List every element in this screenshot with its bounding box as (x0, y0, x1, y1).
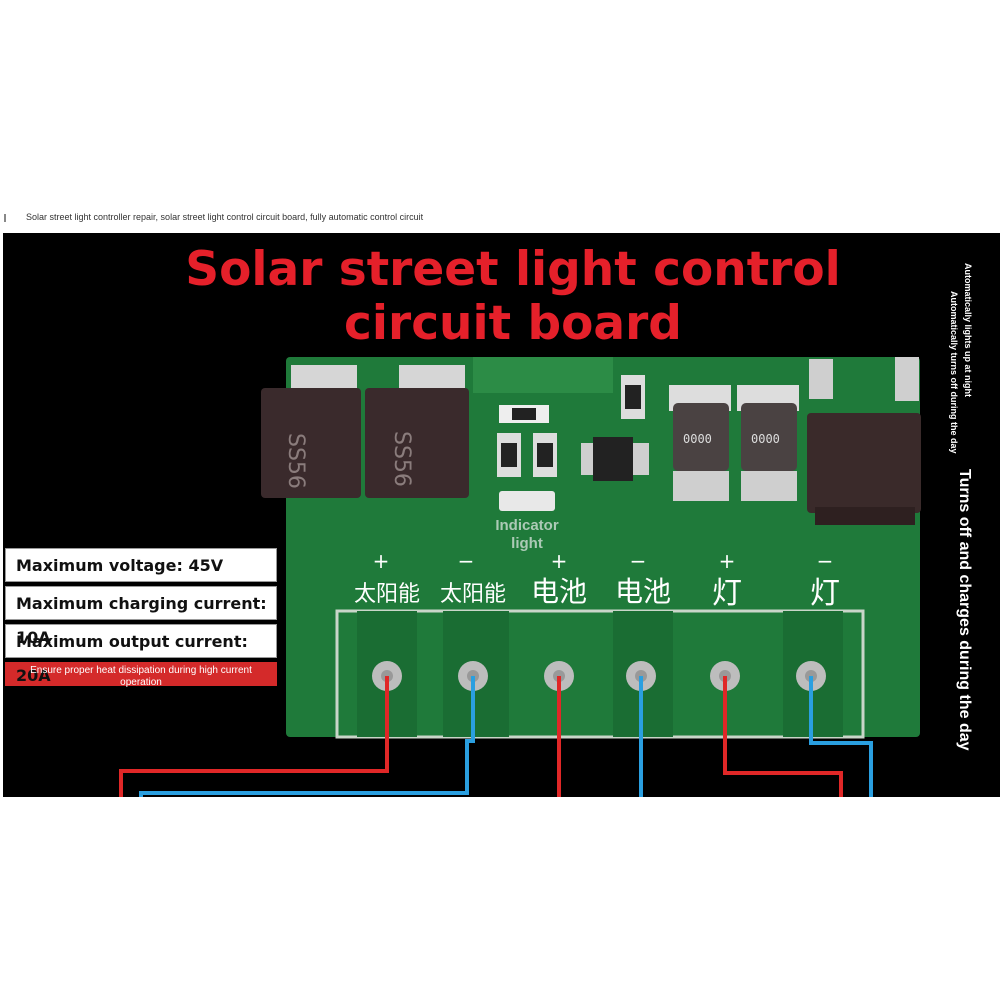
product-photo-panel: SS56 SS56 0000 0000 + − + − + − (3, 233, 1000, 797)
image-caption: Solar street light controller repair, so… (26, 212, 424, 222)
smd-part-body (625, 385, 641, 409)
resistor-marking-2: 0000 (751, 432, 780, 446)
terminal-polarity: + (719, 549, 736, 573)
side-note-day: Automatically turns off during the day (949, 291, 959, 454)
spec-max-output-current: Maximum output current: 20A (5, 624, 277, 685)
terminal-polarity: − (817, 549, 834, 573)
spec-max-voltage: Maximum voltage: 45V (5, 548, 277, 582)
wire-solar-positive (119, 676, 389, 797)
decorative-mark (4, 214, 6, 222)
spec-list: Maximum voltage: 45V Maximum charging cu… (5, 548, 277, 688)
resistor-2 (741, 403, 797, 471)
diode-ss56-2 (365, 388, 469, 498)
resistor-marking-1: 0000 (683, 432, 712, 446)
solder-pad (741, 471, 797, 501)
smd-resistor-body (512, 408, 536, 420)
terminal-label-solar-positive: 太阳能 (354, 582, 420, 607)
smd-part-body (537, 443, 553, 467)
diode-marking-2: SS56 (389, 431, 414, 487)
page-title: Solar street light control circuit board (185, 242, 841, 351)
pcb-pad-area (473, 357, 613, 393)
indicator-light-label: Indicator light (495, 517, 559, 552)
terminal-label-lamp-negative: 灯 (810, 576, 840, 611)
terminal-label-lamp-positive: 灯 (712, 576, 742, 611)
wire-solar-negative (139, 676, 475, 797)
mosfet-lead (809, 359, 833, 399)
indicator-led (499, 491, 555, 511)
heat-warning: Ensure proper heat dissipation during hi… (5, 662, 277, 688)
mosfet-tab (815, 507, 915, 525)
diode-ss56-1 (261, 388, 361, 498)
terminal-label-battery-negative: 电池 (615, 575, 671, 608)
terminal-polarity: − (458, 549, 475, 573)
mosfet (807, 413, 921, 513)
diode-marking-1: SS56 (283, 433, 308, 489)
smd-part-body (501, 443, 517, 467)
side-note-charge: Turns off and charges during the day (956, 469, 973, 751)
side-note-night: Automatically lights up at night (963, 263, 973, 398)
terminal-polarity: + (551, 549, 568, 573)
terminal-polarity: + (373, 549, 390, 573)
terminal-polarity: − (630, 549, 647, 573)
resistor-1 (673, 403, 729, 471)
wire-lamp-positive (723, 676, 843, 797)
circuit-board-photo: SS56 SS56 0000 0000 + − + − + − (119, 357, 921, 797)
terminal-label-solar-negative: 太阳能 (440, 582, 506, 607)
transistor (593, 437, 633, 481)
spec-max-charging-current: Maximum charging current: 10A (5, 586, 277, 647)
terminal-label-battery-positive: 电池 (531, 575, 587, 608)
terminal-outline (335, 609, 865, 739)
mosfet-lead (895, 357, 919, 401)
wire-lamp-negative (809, 676, 873, 797)
solder-pad (673, 471, 729, 501)
